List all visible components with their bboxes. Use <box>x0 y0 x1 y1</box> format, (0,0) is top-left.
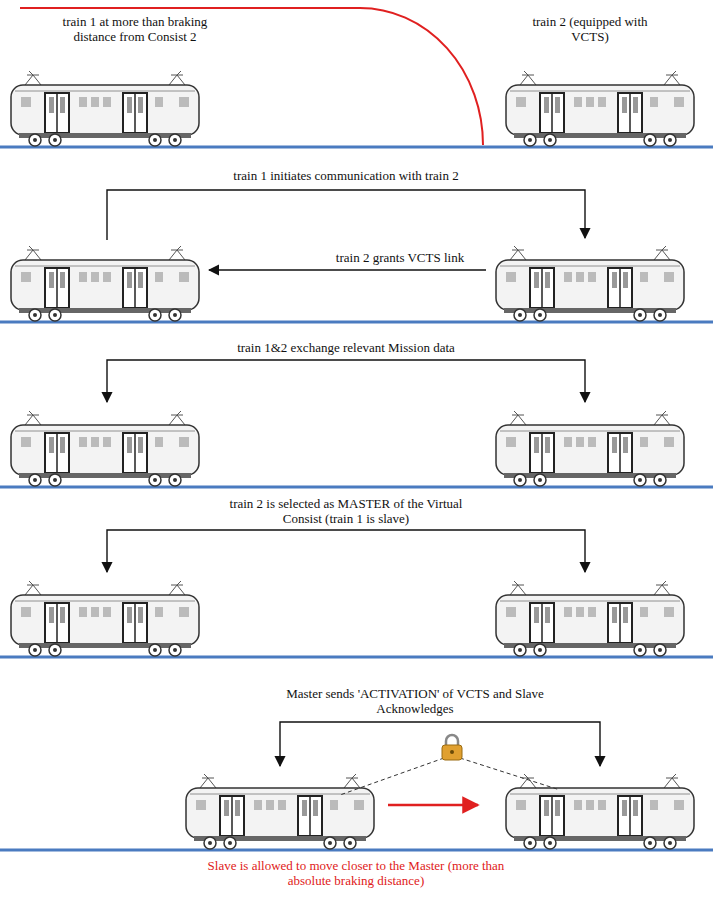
track-line <box>0 146 713 149</box>
track-line <box>0 849 713 852</box>
dashed-link <box>340 758 444 795</box>
lock-icon <box>442 745 462 760</box>
train-figure <box>11 411 199 486</box>
train-caption: train 1 at more than braking distance fr… <box>40 14 230 44</box>
train-figure <box>11 581 199 656</box>
train-figure <box>506 774 694 849</box>
message-label: train 1 initiates communication with tra… <box>166 168 526 183</box>
train-caption: train 2 (equipped with VCTS) <box>515 14 665 44</box>
track-lines <box>0 147 713 850</box>
train-figure <box>496 411 684 486</box>
dashed-link <box>460 758 560 790</box>
train-figure <box>186 774 374 849</box>
track-line <box>0 656 713 659</box>
result-note: Slave is allowed to move closer to the M… <box>196 858 516 888</box>
track-line <box>0 486 713 489</box>
message-arrow <box>209 269 486 270</box>
message-label: Master sends 'ACTIVATION' of VCTS and Sl… <box>260 686 570 716</box>
train-figure <box>11 71 199 146</box>
message-label: train 1&2 exchange relevant Mission data <box>166 340 526 355</box>
message-label: train 2 grants VCTS link <box>250 250 550 265</box>
motion-arrow <box>388 804 478 807</box>
train-figure <box>506 71 694 146</box>
track-line <box>0 321 713 324</box>
message-arrow <box>107 190 585 240</box>
message-arrow <box>107 530 585 572</box>
message-arrow <box>280 722 600 766</box>
train-figure <box>496 246 684 321</box>
message-arrow <box>107 360 585 402</box>
lock-shackle <box>446 735 458 746</box>
train-figure <box>496 581 684 656</box>
lock-keyhole <box>450 750 454 754</box>
message-label: train 2 is selected as MASTER of the Vir… <box>226 496 466 526</box>
train-figure <box>11 246 199 321</box>
